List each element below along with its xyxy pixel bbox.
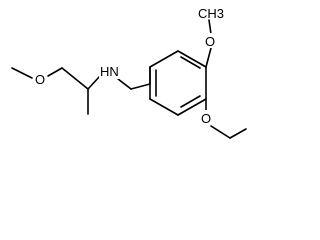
methoxy-group-top: [205, 19, 212, 68]
atom-label-methoxy-top-methyl: CH3: [198, 6, 224, 21]
benzene-ring: [149, 50, 207, 116]
bond-ch2-o: [47, 67, 63, 77]
amine-side-chain: [11, 66, 151, 115]
atom-label-methoxy-top-o: O: [204, 33, 217, 49]
bond-ch-ch2: [61, 67, 89, 90]
ring-double-bond-2: [180, 95, 201, 108]
ethoxy-o-text: O: [201, 111, 211, 126]
ring-double-bond-1: [180, 56, 201, 69]
ethoxy-bond-ch2-ch3: [229, 128, 247, 139]
methoxy-top-methyl-text: CH3: [198, 6, 224, 21]
bond-ch2-ring-link: [130, 83, 151, 90]
methoxy-top-o-text: O: [205, 34, 215, 49]
ring-bond-5: [149, 98, 179, 116]
ethoxy-bond-o-ch2: [210, 125, 231, 139]
atom-label-ethoxy-o: O: [200, 110, 213, 126]
ring-bond-4: [177, 98, 207, 116]
ring-bond-2: [177, 50, 207, 68]
ether-left-o-text: O: [35, 72, 45, 87]
ethoxy-group: [205, 98, 247, 139]
chemical-structure-diagram: CH3 O O HN O: [11, 6, 247, 139]
atom-label-amine: HN: [99, 63, 121, 79]
atom-label-ether-left-o: O: [34, 71, 47, 87]
methoxy-top-bond-ring-o: [205, 47, 212, 68]
bond-o-ch3-left: [11, 67, 33, 79]
bond-n-ch: [87, 75, 101, 90]
amine-text: HN: [100, 64, 119, 79]
methoxy-top-bond-o-ch3: [208, 19, 212, 35]
ring-bond-1: [149, 50, 179, 68]
bond-ch2-n: [117, 78, 132, 90]
